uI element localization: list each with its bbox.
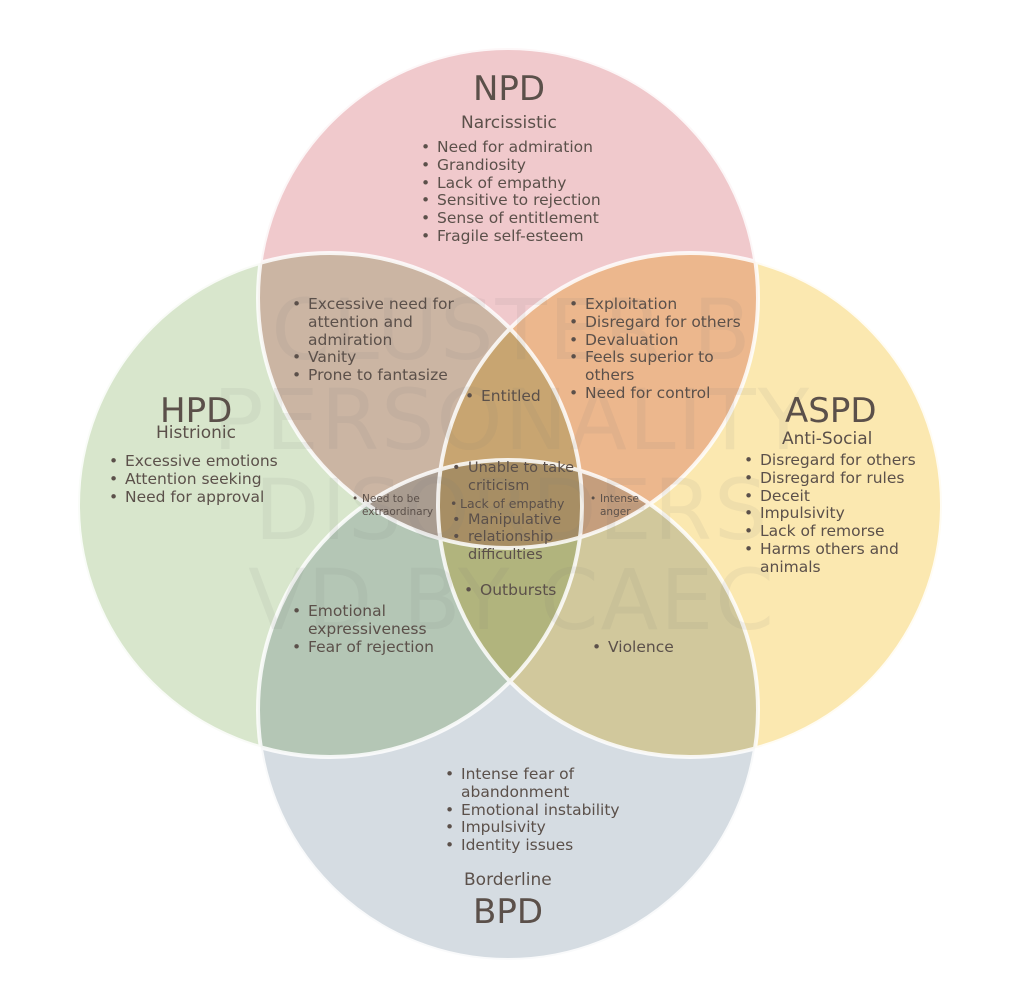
list-item: Violence <box>588 638 674 657</box>
list-item: Impulsivity <box>441 819 641 837</box>
list-item: Lack of empathy <box>417 174 601 193</box>
npd-title: NPD <box>473 69 546 109</box>
npd-hpd-overlap: Excessive need for attention and admirat… <box>288 295 468 385</box>
list-item: Lack of empathy <box>446 496 578 512</box>
list-item: Disregard for others <box>740 451 930 470</box>
list-item: Grandiosity <box>417 156 601 175</box>
npd-aspd-overlap: Exploitation Disregard for others Devalu… <box>565 295 755 403</box>
list-item: Need for admiration <box>417 138 601 157</box>
aspd-traits: Disregard for others Disregard for rules… <box>740 451 930 577</box>
list-item: Vanity <box>288 349 468 367</box>
list-item: Need to be extraordinary <box>351 493 438 519</box>
hpd-subtitle: Histrionic <box>156 423 236 443</box>
npd-traits: Need for admiration Grandiosity Lack of … <box>417 138 601 246</box>
npd-center-overlap: Entitled <box>461 387 541 406</box>
list-item: Exploitation <box>565 295 755 314</box>
list-item: Impulsivity <box>740 505 930 523</box>
list-item: Sense of entitlement <box>417 209 601 228</box>
list-item: Entitled <box>461 387 541 406</box>
list-item: Disregard for rules <box>740 469 930 488</box>
list-item: Need for control <box>565 384 755 403</box>
list-item: Devaluation <box>565 331 755 350</box>
aspd-title: ASPD <box>785 391 877 431</box>
hpd-traits: Excessive emotions Attention seeking Nee… <box>105 452 278 507</box>
list-item: Intense anger <box>589 493 650 519</box>
aspd-bpd-overlap: Violence <box>588 638 674 657</box>
watermark-line: CLUSTER B <box>271 281 753 379</box>
list-item: Intense fear of abandonment <box>441 765 591 802</box>
bpd-center-overlap: Outbursts <box>460 581 556 600</box>
list-item: Manipulative <box>448 512 578 530</box>
list-item: Prone to fantasize <box>288 366 468 385</box>
list-item: Excessive emotions <box>105 452 278 471</box>
hpd-title: HPD <box>160 391 233 431</box>
list-item: Deceit <box>740 487 930 506</box>
npd-subtitle: Narcissistic <box>461 113 557 133</box>
list-item: Unable to take criticism <box>448 460 588 496</box>
list-item: Outbursts <box>460 581 556 600</box>
list-item: Identity issues <box>441 836 641 855</box>
bpd-title: BPD <box>473 892 544 932</box>
list-item: Attention seeking <box>105 470 278 489</box>
list-item: relationship difficulties <box>448 529 578 565</box>
center-overlap: Unable to take criticism Lack of empathy… <box>448 460 578 565</box>
list-item: Disregard for others <box>565 313 755 332</box>
list-item: Emotional instability <box>441 801 641 820</box>
list-item: Lack of remorse <box>740 522 930 541</box>
list-item: Feels superior to others <box>565 349 735 385</box>
hpd-npd-bpd-overlap: Need to be extraordinary <box>351 493 441 519</box>
aspd-npd-bpd-overlap: Intense anger <box>589 493 659 519</box>
bpd-subtitle: Borderline <box>464 870 552 890</box>
list-item: Excessive need for attention and admirat… <box>288 295 468 349</box>
bpd-traits: Intense fear of abandonment Emotional in… <box>441 765 641 855</box>
hpd-bpd-overlap: Emotional expressiveness Fear of rejecti… <box>288 602 458 657</box>
list-item: Sensitive to rejection <box>417 192 601 210</box>
list-item: Fear of rejection <box>288 638 458 657</box>
list-item: Harms others and animals <box>740 540 930 577</box>
list-item: Emotional expressiveness <box>288 602 458 639</box>
aspd-subtitle: Anti-Social <box>782 429 873 449</box>
list-item: Fragile self-esteem <box>417 227 601 246</box>
list-item: Need for approval <box>105 488 278 507</box>
